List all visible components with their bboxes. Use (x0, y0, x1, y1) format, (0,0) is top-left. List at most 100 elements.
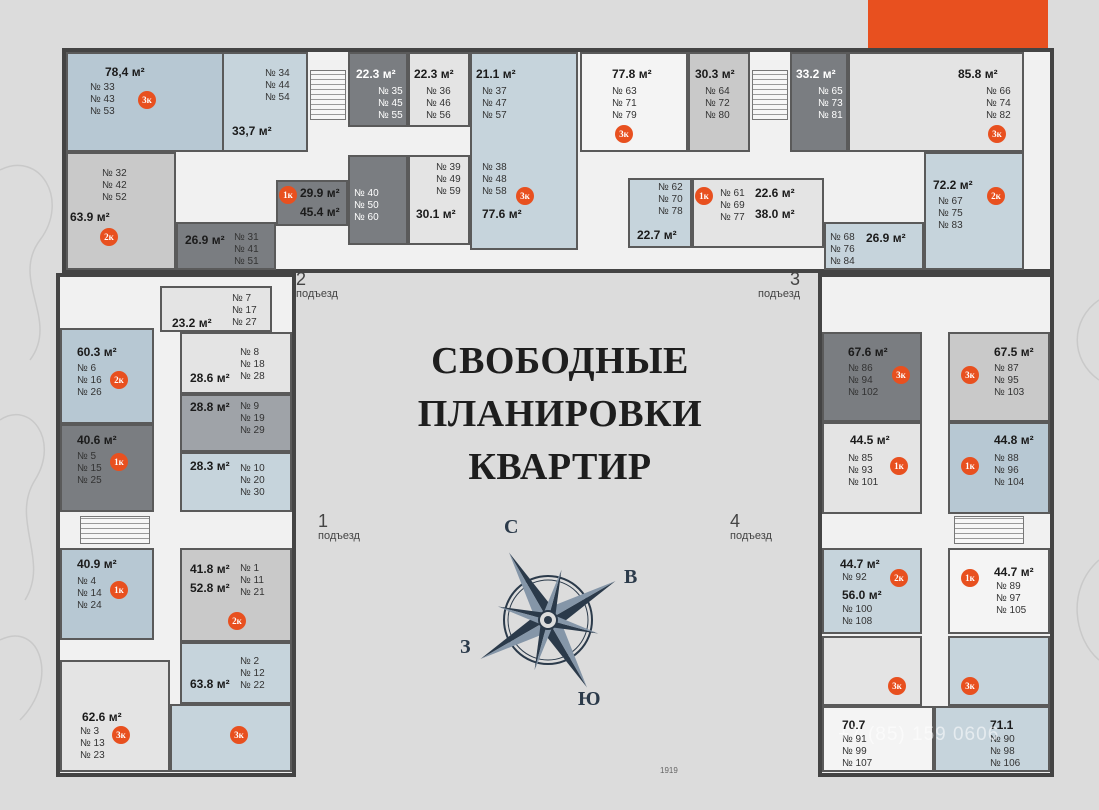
area-label: 52.8 м² (190, 581, 230, 595)
area-label: 44.7 м² (994, 565, 1034, 579)
apartment-44-7a[interactable] (822, 548, 922, 634)
area-label: 60.3 м² (77, 345, 117, 359)
area-label: 38.0 м² (755, 207, 795, 221)
apartment-30-3[interactable] (688, 52, 750, 152)
area-label: 33.2 м² (796, 67, 836, 81)
apartment-26-9a[interactable] (176, 222, 276, 270)
apartment-40-9[interactable] (60, 548, 154, 640)
room-count-badge: 3к (988, 125, 1006, 143)
apartment-34[interactable] (222, 52, 308, 152)
apartment-62-6[interactable] (60, 660, 170, 772)
compass-east: В (624, 566, 638, 588)
apartment-44-7b[interactable] (948, 548, 1050, 634)
area-label: 67.5 м² (994, 345, 1034, 359)
area-label: 45.4 м² (300, 205, 340, 219)
room-count-badge: 1к (961, 569, 979, 587)
apartment-77-8[interactable] (580, 52, 688, 152)
room-count-badge: 2к (100, 228, 118, 246)
compass-west: З (460, 636, 471, 658)
area-label: 28.8 м² (190, 400, 230, 414)
room-count-badge: 3к (615, 125, 633, 143)
area-label: 41.8 м² (190, 562, 230, 576)
area-label: 85.8 м² (958, 67, 998, 81)
area-label: 23.2 м² (172, 316, 212, 330)
area-label: 22.3 м² (414, 67, 454, 81)
apartment-72-2[interactable] (924, 152, 1024, 270)
compass-south: Ю (578, 688, 601, 710)
staircase (752, 70, 788, 120)
apartment-3k-r1[interactable] (822, 636, 922, 706)
apartment-40[interactable] (348, 155, 408, 245)
apartment-30-1[interactable] (408, 155, 470, 245)
room-count-badge: 3к (112, 726, 130, 744)
area-label: 44.7 м² (840, 557, 880, 571)
apartment-40-6[interactable] (60, 424, 154, 512)
watermark-text: +7 (85) 159 0606 (838, 724, 1000, 745)
apartment-28-8[interactable] (180, 394, 292, 452)
room-count-badge: 3к (892, 366, 910, 384)
room-count-badge: 1к (890, 457, 908, 475)
room-count-badge: 3к (230, 726, 248, 744)
area-label: 22.3 м² (356, 67, 396, 81)
staircase (80, 516, 150, 544)
area-label: 22.7 м² (637, 228, 677, 242)
apartment-70-7[interactable] (822, 706, 934, 772)
apartment-28-6[interactable] (180, 332, 292, 394)
apartment-41-8[interactable] (180, 548, 292, 642)
area-label: 77.8 м² (612, 67, 652, 81)
room-count-badge: 1к (695, 187, 713, 205)
area-label: 40.6 м² (77, 433, 117, 447)
room-count-badge: 1к (110, 581, 128, 599)
apartment-22-6[interactable] (692, 178, 824, 248)
room-count-badge: 2к (228, 612, 246, 630)
area-label: 44.5 м² (850, 433, 890, 447)
apartment-28-3[interactable] (180, 452, 292, 512)
apartment-22-7[interactable] (628, 178, 692, 248)
apartment-33-2[interactable] (790, 52, 848, 152)
room-count-badge: 2к (890, 569, 908, 587)
apartment-3k-r2[interactable] (948, 636, 1050, 706)
apartment-63-9[interactable] (66, 152, 176, 270)
apartment-26-9b[interactable] (824, 222, 924, 270)
apartment-63-8[interactable] (180, 642, 292, 704)
apartment-60-3[interactable] (60, 328, 154, 424)
apartment-23-2[interactable] (160, 286, 272, 332)
compass-north: С (504, 516, 519, 538)
apartment-71-1[interactable] (934, 706, 1050, 772)
apartment-22-3b[interactable] (408, 52, 470, 127)
floor-label: 1919 (660, 766, 678, 775)
area-label: 28.3 м² (190, 459, 230, 473)
area-label: 33,7 м² (232, 124, 272, 138)
area-label: 72.2 м² (933, 178, 973, 192)
room-count-badge: 3к (138, 91, 156, 109)
staircase (954, 516, 1024, 544)
apartment-22-3a[interactable] (348, 52, 408, 127)
apartment-77-6[interactable] (470, 52, 578, 250)
area-label: 30.1 м² (416, 207, 456, 221)
